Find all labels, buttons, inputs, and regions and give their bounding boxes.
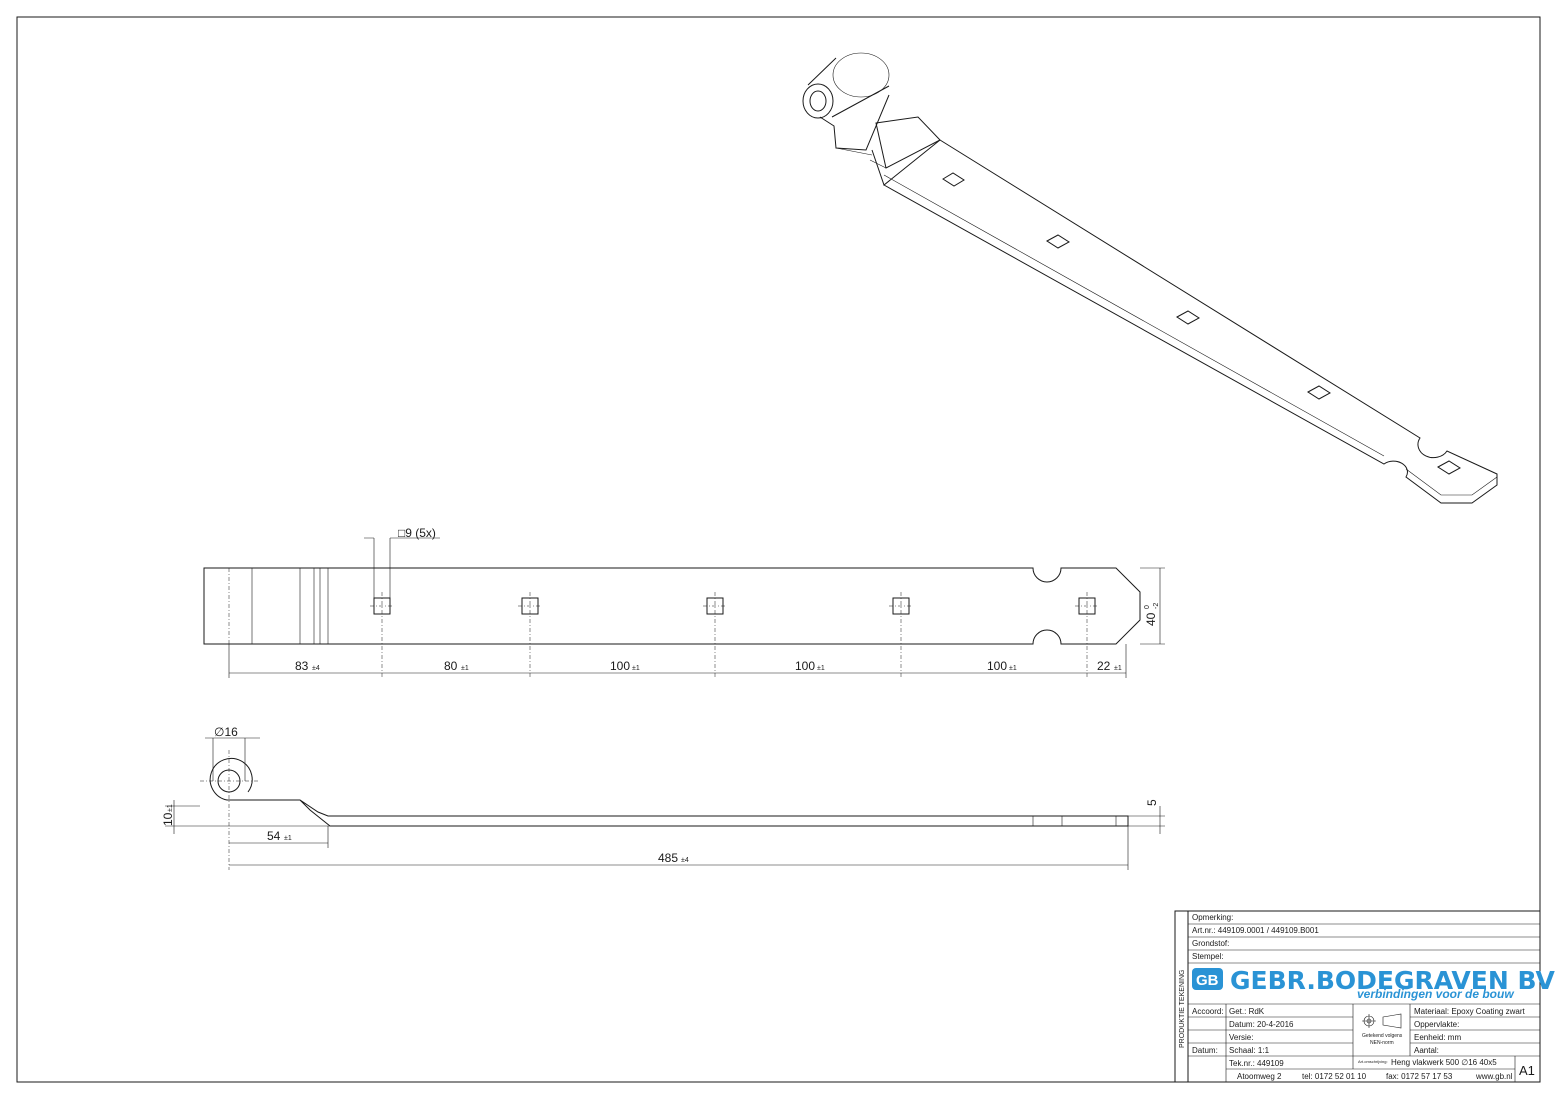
svg-text:±4: ±4 (681, 857, 689, 864)
svg-text:Getekend volgens: Getekend volgens (1362, 1033, 1403, 1039)
svg-text:Datum:: Datum: (1192, 1046, 1218, 1055)
svg-text:±4: ±4 (312, 665, 320, 672)
dim-100-b: 100 (795, 659, 815, 673)
dim-80: 80 (444, 659, 458, 673)
svg-text:fax: 0172 57 17 53: fax: 0172 57 17 53 (1386, 1072, 1453, 1081)
svg-text:-2: -2 (1153, 603, 1160, 609)
svg-text:±1: ±1 (817, 665, 825, 672)
svg-text:Atoomweg 2: Atoomweg 2 (1237, 1072, 1282, 1081)
svg-text:Materiaal: Epoxy Coating zwart: Materiaal: Epoxy Coating zwart (1414, 1007, 1525, 1016)
title-block: PRODUKTIE TEKENING Opmerking: Art.nr.: 4… (1174, 910, 1556, 1083)
svg-text:±1: ±1 (632, 665, 640, 672)
dim-100-a: 100 (610, 659, 630, 673)
isometric-view (802, 52, 1498, 504)
dim-eye-diameter: ∅16 (214, 725, 238, 739)
svg-text:±1: ±1 (1114, 665, 1122, 672)
dim-offset: 10 (161, 812, 175, 826)
article-description: Heng vlakwerk 500 ∅16 40x5 (1391, 1058, 1497, 1067)
svg-text:Aantal:: Aantal: (1414, 1046, 1439, 1055)
svg-text:Art.omschrijving:: Art.omschrijving: (1358, 1059, 1388, 1064)
company-tagline: verbindingen voor de bouw (1357, 987, 1514, 1001)
article-number: Art.nr.: 449109.0001 / 449109.B001 (1192, 926, 1319, 935)
svg-text:Schaal: 1:1: Schaal: 1:1 (1229, 1046, 1270, 1055)
svg-text:NEN-norm: NEN-norm (1370, 1040, 1394, 1046)
dim-83: 83 (295, 659, 309, 673)
svg-text:Datum: 20-4-2016: Datum: 20-4-2016 (1229, 1020, 1294, 1029)
svg-text:±1: ±1 (167, 804, 174, 812)
svg-text:±1: ±1 (1009, 665, 1017, 672)
dim-width: 40 (1144, 612, 1158, 626)
svg-text:GB: GB (1196, 972, 1219, 989)
side-view: ∅16 10 ±1 5 54 ±1 485 ±4 (161, 725, 1165, 870)
svg-text:www.gb.nl: www.gb.nl (1475, 1072, 1513, 1081)
top-view: □9 (5x) 40 0 -2 83 ±4 80 ±1 100 ±1 100 ±… (203, 526, 1165, 678)
side-label: PRODUKTIE TEKENING (1179, 970, 1186, 1048)
svg-text:±1: ±1 (284, 835, 292, 842)
dim-100-c: 100 (987, 659, 1007, 673)
svg-text:0: 0 (1144, 605, 1151, 609)
dim-thickness: 5 (1145, 799, 1159, 806)
dim-485: 485 (658, 851, 678, 865)
svg-text:Accoord:: Accoord: (1192, 1007, 1224, 1016)
svg-text:Stempel:: Stempel: (1192, 952, 1224, 961)
svg-text:Get.: RdK: Get.: RdK (1229, 1007, 1265, 1016)
dim-22: 22 (1097, 659, 1111, 673)
svg-text:Grondstof:: Grondstof: (1192, 939, 1229, 948)
svg-text:Versie:: Versie: (1229, 1033, 1253, 1042)
company-name: GEBR.BODEGRAVEN BV (1230, 966, 1556, 995)
svg-text:Oppervlakte:: Oppervlakte: (1414, 1020, 1459, 1029)
svg-text:±1: ±1 (461, 665, 469, 672)
svg-text:Tek.nr.: 449109: Tek.nr.: 449109 (1229, 1059, 1284, 1068)
projection-symbol (1362, 1013, 1402, 1029)
company-logo: GB GEBR.BODEGRAVEN BV verbindingen voor … (1192, 966, 1556, 1001)
dim-square-holes: □9 (5x) (398, 526, 436, 540)
svg-text:Opmerking:: Opmerking: (1192, 913, 1233, 922)
dim-54: 54 (267, 829, 281, 843)
svg-text:tel: 0172 52 01 10: tel: 0172 52 01 10 (1302, 1072, 1367, 1081)
drawing-border (16, 16, 1541, 1083)
sheet-size: A1 (1519, 1063, 1535, 1078)
svg-text:Eenheid: mm: Eenheid: mm (1414, 1033, 1461, 1042)
